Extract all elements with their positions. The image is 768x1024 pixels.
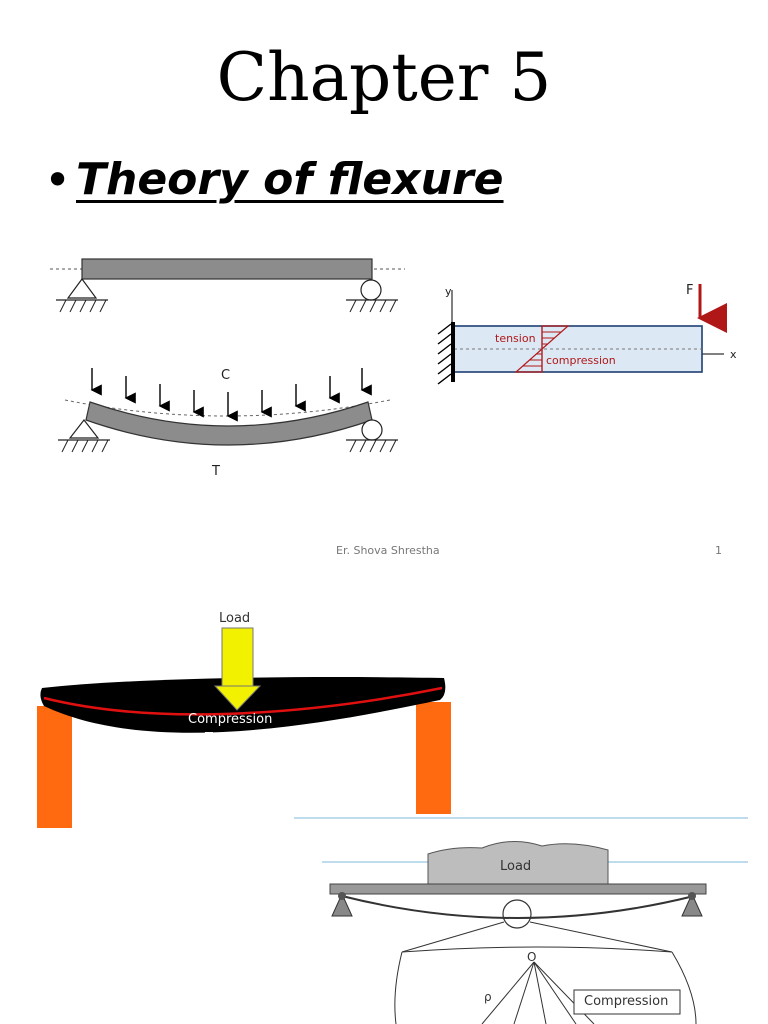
load-label: Load	[219, 611, 251, 626]
tension-zone-label: Tension	[205, 731, 254, 746]
slide-title: Chapter 5	[216, 39, 552, 116]
radius-of-curvature-label: ρ	[484, 990, 492, 1004]
curvature-center-label: O	[527, 950, 537, 964]
bent-beam-diagram	[58, 368, 398, 453]
force-label: F	[686, 283, 694, 298]
y-axis-label: y	[445, 285, 452, 298]
tension-side-label: T	[212, 464, 220, 479]
footer-author: Er. Shova Shrestha	[336, 544, 440, 557]
x-axis-label: x	[730, 348, 737, 361]
straight-beam-diagram	[50, 258, 405, 313]
curvature-detail-diagram	[294, 817, 748, 1024]
compression-label: compression	[546, 354, 616, 367]
tension-label: tension	[495, 332, 536, 345]
bending-beam-illustration	[37, 627, 451, 828]
cantilever-stress-diagram	[437, 284, 727, 385]
compression-zone-label: Compression	[188, 712, 273, 727]
lower-compression-label: Compression	[584, 994, 669, 1009]
bullet-point: •	[44, 153, 72, 207]
compression-side-label: C	[221, 368, 231, 383]
page-number: 1	[715, 544, 722, 557]
slide-subtitle: Theory of flexure	[76, 154, 504, 205]
lower-load-label: Load	[500, 859, 532, 874]
